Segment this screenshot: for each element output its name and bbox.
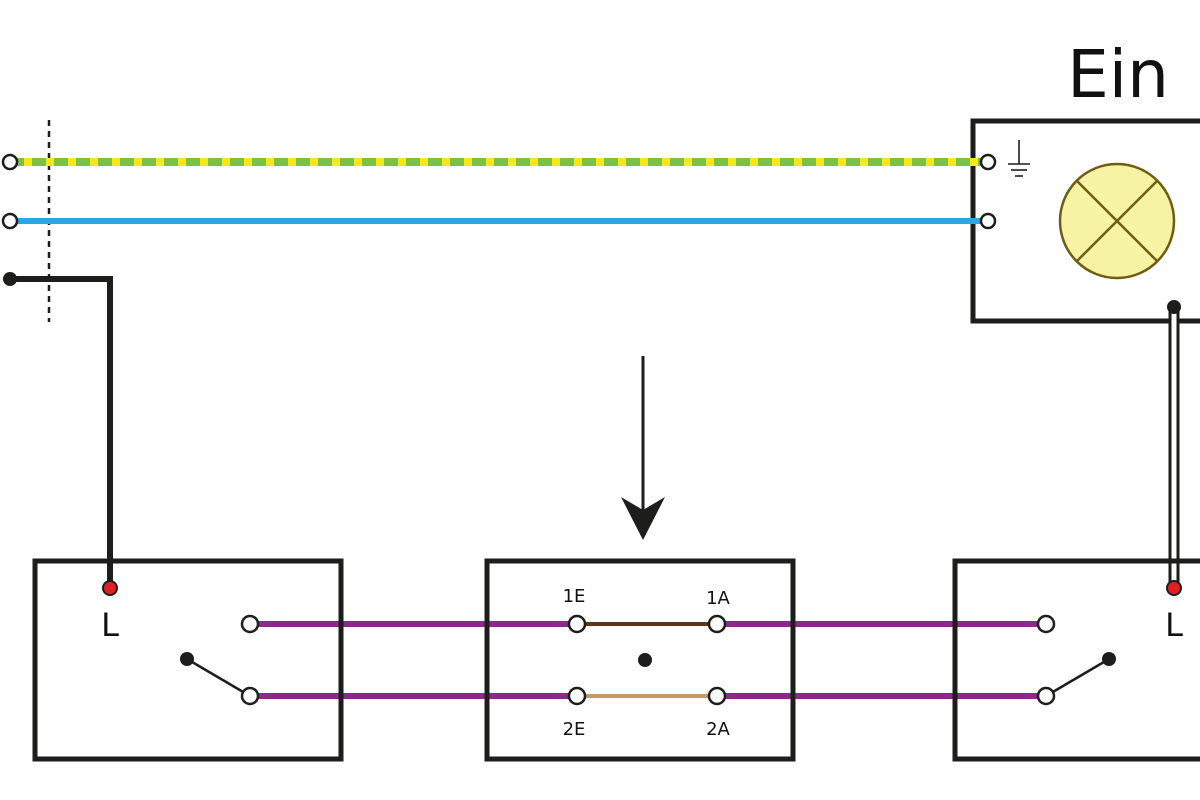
terminal-pe-in	[1, 153, 19, 171]
phase-wire	[10, 276, 113, 588]
ground-symbol-icon	[1008, 140, 1030, 177]
arrow-down-icon	[621, 356, 665, 540]
label-2A: 2A	[706, 719, 730, 740]
label-L-right: L	[1165, 606, 1183, 644]
terminal-1A	[707, 614, 727, 634]
switch-lever-left	[186, 657, 251, 698]
label-2E: 2E	[563, 719, 586, 740]
switch-box-right	[952, 558, 1200, 762]
traveler-wires	[250, 621, 1046, 699]
label-1A: 1A	[706, 588, 730, 609]
switch-lever-right	[1045, 657, 1110, 698]
label-L-left: L	[101, 606, 119, 644]
terminal-neutral-in	[1, 212, 19, 230]
terminal-L-right	[1166, 580, 1182, 596]
terminal-phase-in	[3, 272, 17, 286]
title-label: Ein	[1067, 36, 1169, 113]
intermediate-switch-box	[484, 558, 796, 762]
label-1E: 1E	[563, 586, 586, 607]
terminal-lamp-phase	[1167, 300, 1181, 314]
intermediate-switch-pivot	[638, 653, 652, 667]
terminal-1E	[567, 614, 587, 634]
terminal-2E	[567, 686, 587, 706]
terminal-right-upper	[1036, 614, 1056, 634]
switch-pivot-right	[1102, 652, 1116, 666]
terminal-left-upper	[240, 614, 260, 634]
terminal-2A	[707, 686, 727, 706]
terminal-right-lower	[1036, 686, 1056, 706]
switch-box-left	[32, 558, 344, 762]
terminal-left-lower	[240, 686, 260, 706]
terminal-lamp-neutral	[979, 212, 997, 230]
terminal-L-left	[102, 580, 118, 596]
terminal-lamp-pe	[979, 153, 997, 171]
switch-pivot-left	[180, 652, 194, 666]
lamp-icon	[1058, 162, 1176, 280]
